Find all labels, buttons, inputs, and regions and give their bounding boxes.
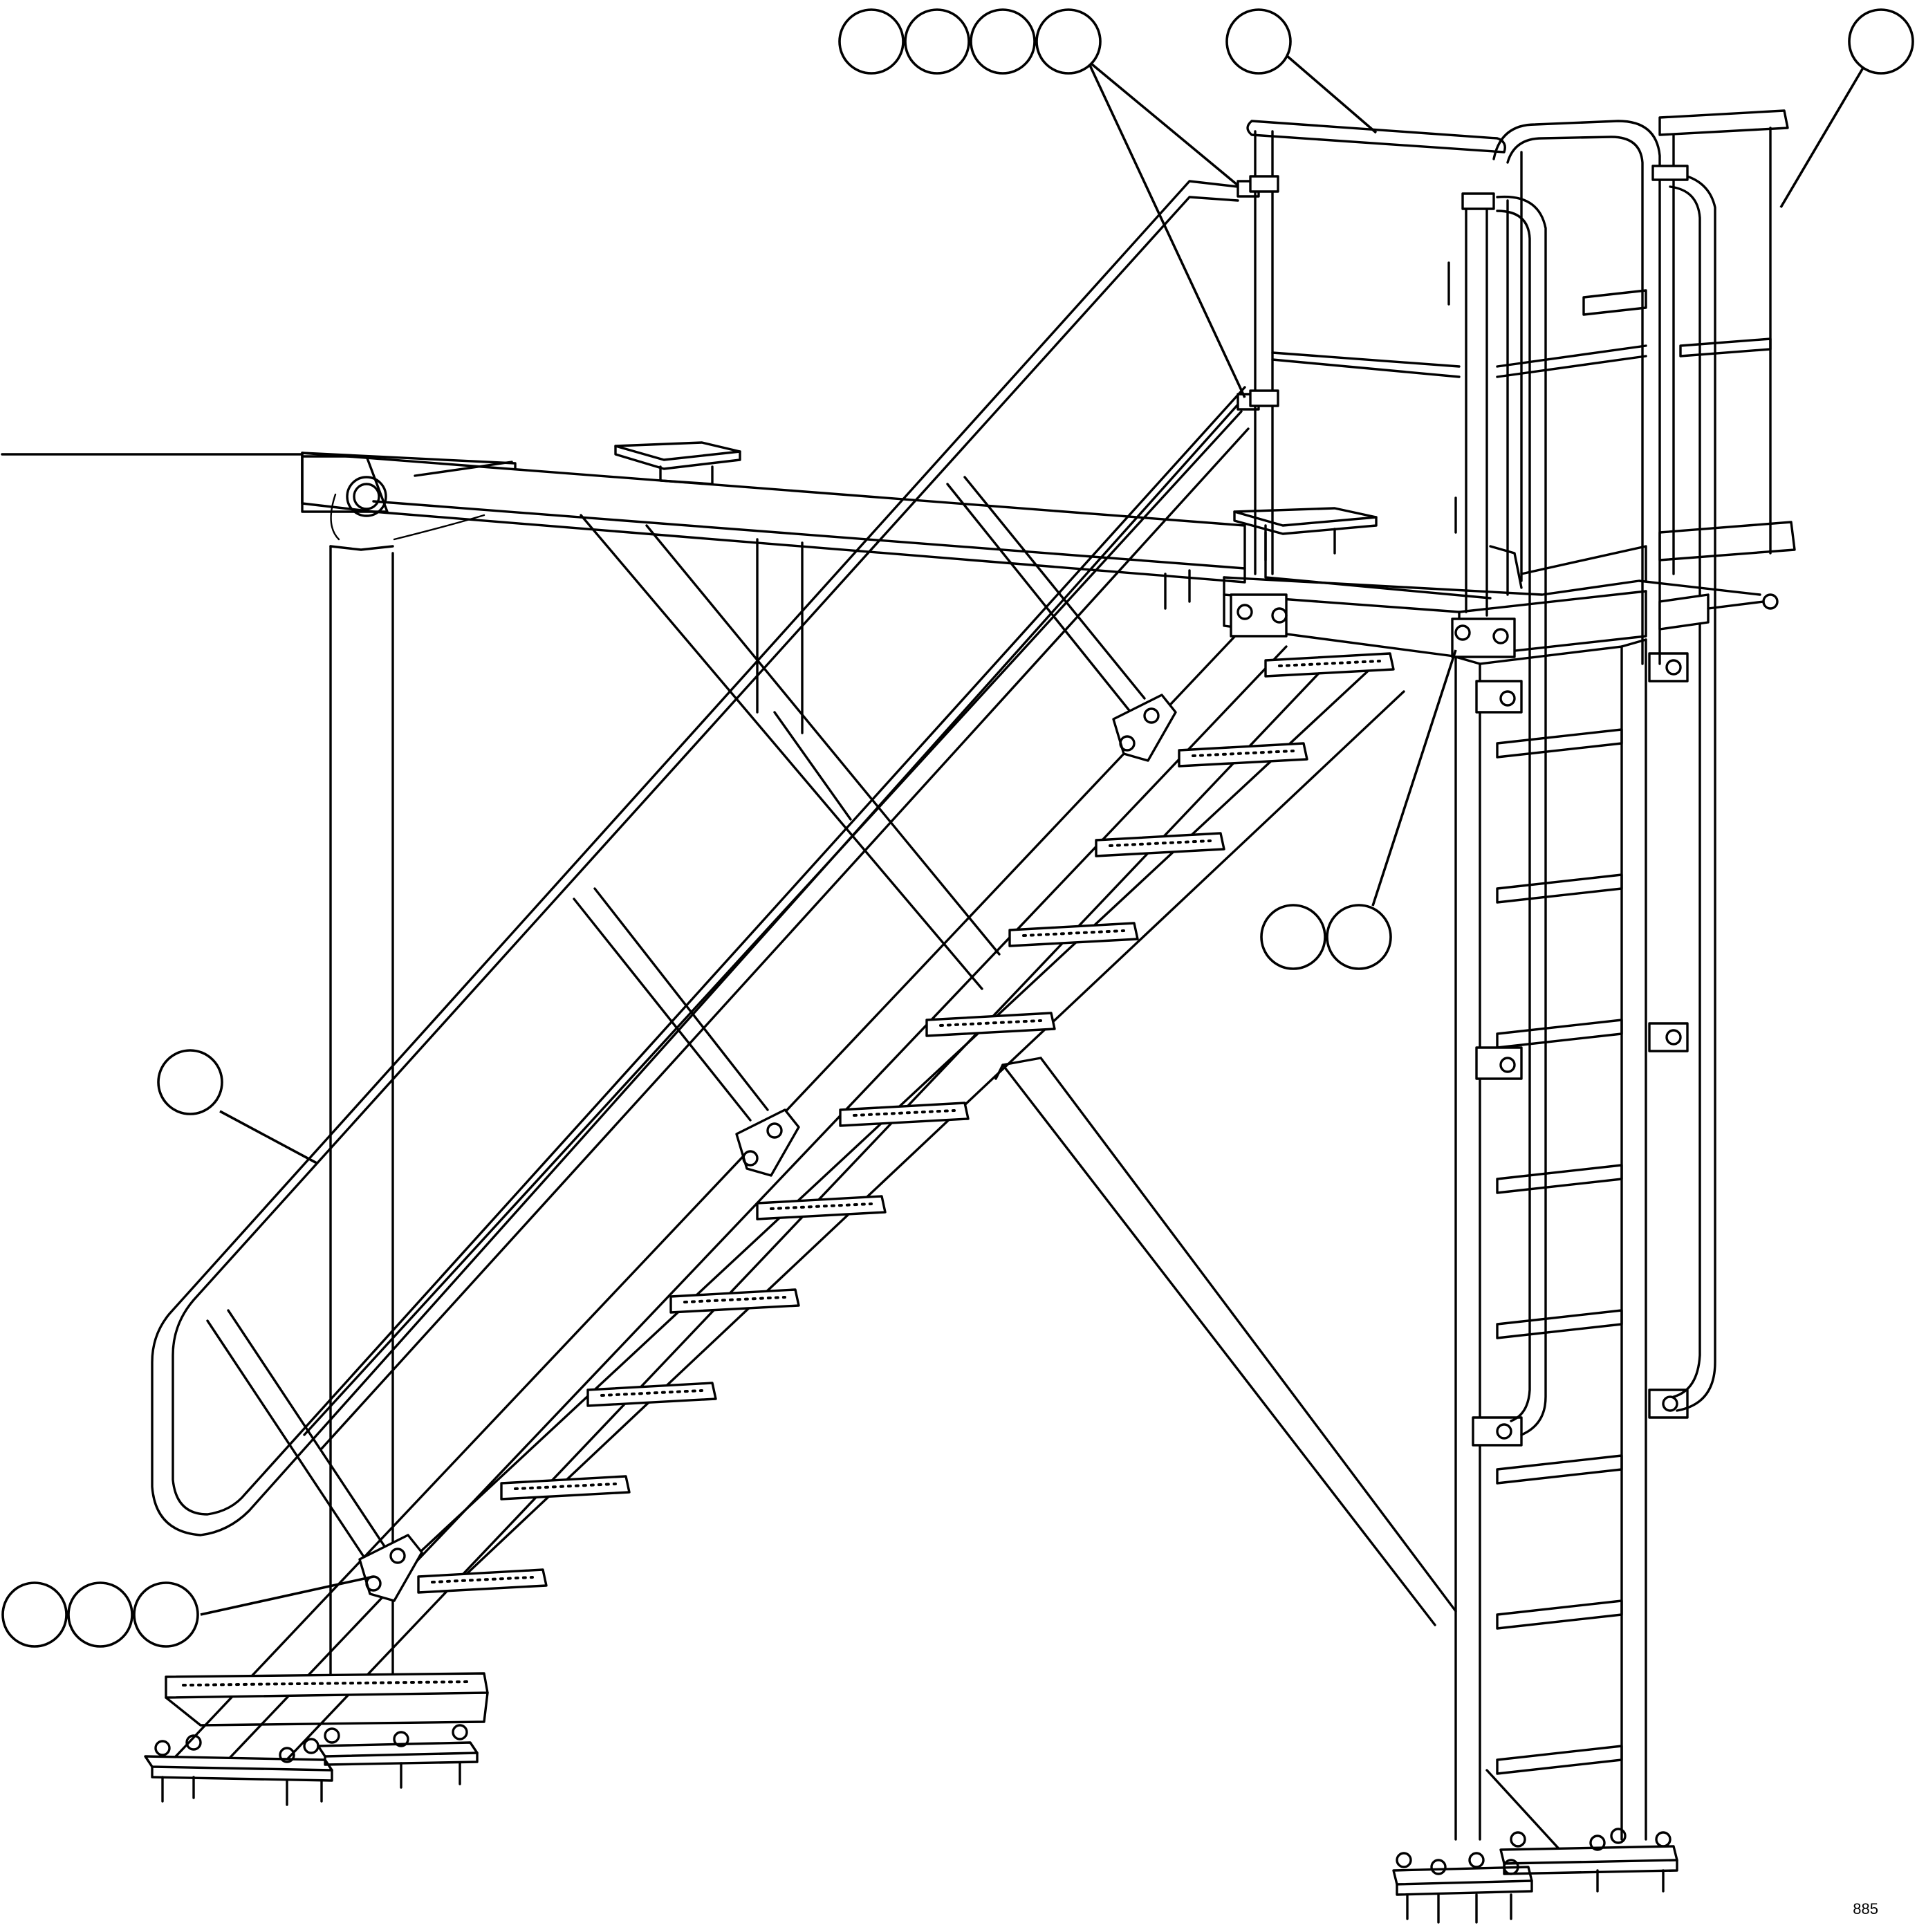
top-beam [1,441,1378,584]
diagonal-brace [994,1057,1564,1855]
callout-balloon [970,8,1036,75]
balloon-gate [1848,8,1914,75]
balloon-lower-bracket [1,1581,199,1648]
leader-lines [200,54,1869,1616]
drawing-id: 885 [1853,1900,1878,1917]
ladder-base-plates [1392,1828,1678,1924]
inner-column [756,538,804,734]
callout-balloon [67,1581,133,1648]
balloon-ladder-bracket [1260,904,1392,970]
cross-bracing [580,514,1191,990]
callout-balloon [838,8,905,75]
stair-handrail [151,180,1260,1602]
stair-stringer [165,624,1405,1768]
left-column [329,545,394,1689]
balloon-group-top-left [838,8,1102,75]
stair-base-plates [144,1724,479,1806]
balloon-platform-rail [1225,8,1292,75]
callout-balloon [1,1581,68,1648]
callout-balloon [133,1581,199,1648]
platform [1223,120,1761,658]
callout-balloon [904,8,970,75]
callout-balloons [1,8,1914,1648]
callout-balloon [1326,904,1392,970]
callout-balloon [1260,904,1326,970]
callout-balloon [1035,8,1102,75]
stair-treads [165,652,1395,1727]
ladder [1454,109,1796,1841]
balloon-stair-handrail [157,1049,223,1115]
